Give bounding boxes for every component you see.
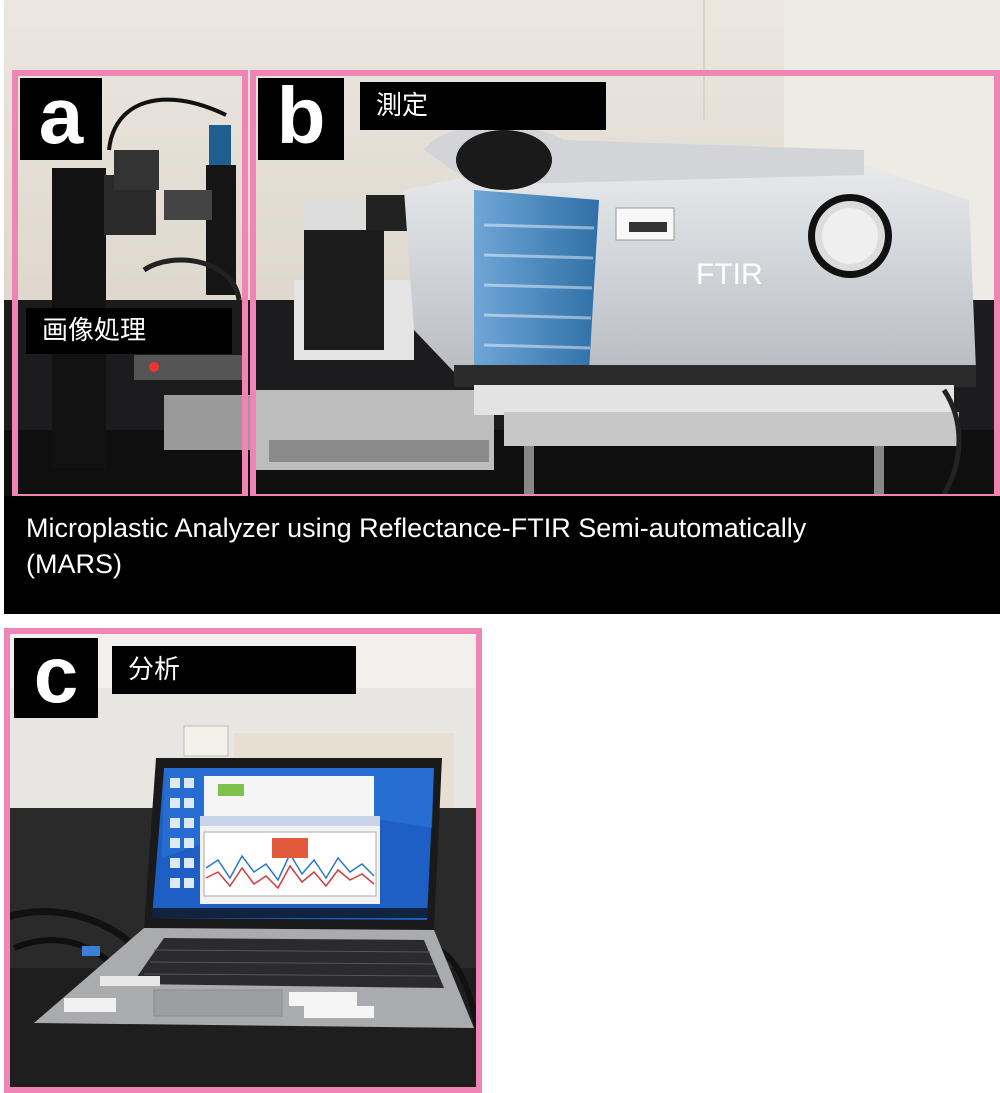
panel-a-letter: a	[20, 76, 102, 160]
caption-line-1: Microplastic Analyzer using Reflectance-…	[26, 513, 807, 543]
panel-b-label: 測定	[360, 82, 606, 130]
panel-b-letter: b	[258, 76, 344, 160]
bottom-photo	[4, 628, 482, 1093]
panel-a-label: 画像処理	[26, 308, 232, 354]
figure-caption: Microplastic Analyzer using Reflectance-…	[4, 496, 1000, 614]
panel-c-label: 分析	[112, 646, 356, 694]
panel-c-letter: c	[14, 635, 98, 718]
ftir-device-label: FTIR	[696, 258, 763, 291]
bottom-photo-illustration	[4, 628, 482, 1093]
caption-line-2: (MARS)	[26, 549, 122, 579]
